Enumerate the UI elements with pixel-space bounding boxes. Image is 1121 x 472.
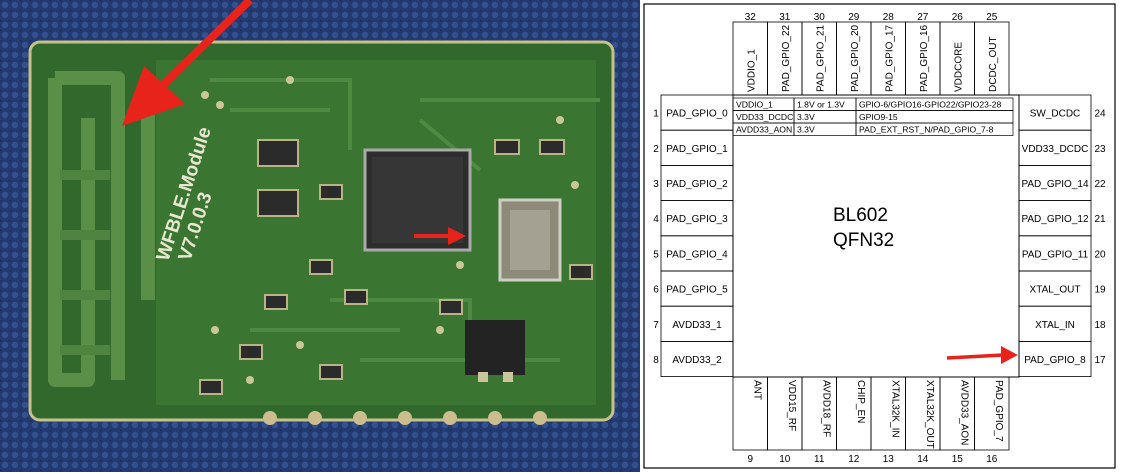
left-pin-number: 8 [653, 355, 659, 366]
left-pin-name: PAD_GPIO_4 [666, 249, 728, 260]
top-pin-number: 27 [917, 12, 929, 23]
top-pin-number: 28 [883, 12, 895, 23]
red-arrow-antenna [122, 0, 253, 126]
chip-name: BL602 [833, 205, 888, 226]
top-pin-name: DCDC_OUT [988, 36, 999, 92]
left-pin-number: 6 [653, 285, 659, 296]
right-pin-name: PAD_GPIO_8 [1024, 355, 1086, 366]
bottom-pin-number: 9 [747, 454, 753, 465]
bottom-pin-number: 10 [779, 454, 791, 465]
bottom-pin-name: VDD15_RF [786, 380, 797, 431]
power-table-text: 3.3V [797, 112, 815, 122]
left-pin-number: 1 [653, 109, 659, 120]
top-pin-name: PAD_GPIO_17 [884, 24, 895, 92]
right-pin-number: 23 [1094, 144, 1106, 155]
right-pin-name: SW_DCDC [1030, 109, 1081, 120]
right-pin-name: XTAL_OUT [1030, 285, 1081, 296]
bottom-pin-name: XTAL32K_IN [889, 380, 900, 438]
power-table-text: GPIO9-15 [859, 112, 898, 122]
red-arrow-pad-gpio-8 [946, 346, 1018, 364]
left-pin-name: PAD_GPIO_1 [666, 144, 728, 155]
top-pin-name: PAD_GPIO_20 [850, 24, 861, 92]
bottom-pin-name: CHIP_EN [855, 380, 866, 423]
top-pin-name: PAD_GPIO_16 [919, 24, 930, 92]
bottom-pin-name: AVDD33_AON [958, 380, 969, 445]
left-pin-number: 7 [653, 320, 659, 331]
right-pin-number: 18 [1094, 320, 1106, 331]
right-pin-number: 24 [1094, 109, 1106, 120]
right-pin-number: 19 [1094, 285, 1106, 296]
right-pin-number: 22 [1094, 179, 1106, 190]
pcb-board: WFBLE.Module V7.0.0.3 [28, 40, 615, 425]
left-pin-cell [660, 340, 734, 377]
left-pin-number: 4 [653, 214, 659, 225]
right-pin-name: VDD33_DCDC [1022, 144, 1089, 155]
bottom-pin-number: 12 [848, 454, 860, 465]
right-pin-number: 21 [1094, 214, 1106, 225]
power-table-text: GPIO-6/GPIO16-GPIO22/GPIO23-28 [859, 100, 1002, 110]
top-pin-cell [974, 21, 1010, 96]
power-domain-table: VDDIO_1 1.8V or 1.3V GPIO-6/GPIO16-GPIO22/… [732, 97, 1014, 136]
bottom-pin-number: 14 [917, 454, 929, 465]
power-table-text: 3.3V [797, 125, 815, 135]
bottom-pin-name: AVDD18_RF [820, 380, 831, 437]
right-pin-name: PAD_GPIO_11 [1022, 249, 1089, 260]
power-table-text: PAD_EXT_RST_N/PAD_GPIO_7-8 [859, 125, 994, 135]
left-pin-name: AVDD33_1 [672, 320, 722, 331]
left-pin-number: 3 [653, 179, 659, 190]
top-pin-number: 31 [779, 12, 791, 23]
top-pin-number: 26 [952, 12, 964, 23]
left-pin-name: AVDD33_2 [672, 355, 722, 366]
right-pin-number: 17 [1094, 355, 1106, 366]
bottom-pin-number: 13 [883, 454, 895, 465]
top-pin-number: 30 [814, 12, 826, 23]
left-pin-name: PAD_GPIO_5 [666, 285, 728, 296]
top-pin-number: 29 [848, 12, 860, 23]
top-pin-name: VDDIO_1 [746, 49, 757, 92]
chip-package: QFN32 [833, 230, 894, 251]
power-table-text: 1.8V or 1.3V [797, 100, 845, 110]
bottom-pin-number: 16 [986, 454, 998, 465]
left-pin-number: 5 [653, 249, 659, 260]
power-table-text: AVDD33_AON [736, 125, 792, 135]
diagram-frame [643, 3, 1116, 469]
left-pin-name: PAD_GPIO_2 [666, 179, 728, 190]
right-pin-name: XTAL_IN [1035, 320, 1075, 331]
bottom-pin-number: 15 [952, 454, 964, 465]
bottom-pin-name: XTAL32K_OUT [924, 380, 935, 449]
bottom-pin-name: PAD_GPIO_7 [993, 380, 1004, 442]
power-table-text: VDDIO_1 [736, 100, 773, 110]
right-pin-name: PAD_GPIO_14 [1021, 179, 1089, 190]
pin-labels: 32VDDIO_131PAD_GPIO_2230PAD_GPIO_2129PAD… [653, 12, 1106, 465]
module-photo: WFBLE.Module V7.0.0.3 [0, 0, 640, 472]
pinout-diagram: 32VDDIO_131PAD_GPIO_2230PAD_GPIO_2129PAD… [641, 0, 1121, 472]
top-pin-number: 25 [986, 12, 998, 23]
top-pin-name: PAD_GPIO_22 [781, 24, 792, 92]
bottom-pin-cell [974, 376, 1010, 451]
right-pin-cell [1018, 340, 1092, 377]
left-pin-name: PAD_GPIO_3 [666, 214, 728, 225]
power-table-cell [855, 122, 1014, 136]
left-pin-name: PAD_GPIO_0 [666, 109, 728, 120]
right-pin-number: 20 [1094, 249, 1106, 260]
right-pin-name: PAD_GPIO_12 [1021, 214, 1089, 225]
left-pin-number: 2 [653, 144, 659, 155]
power-table-text: VDD33_DCDC [736, 112, 793, 122]
top-pin-number: 32 [745, 12, 757, 23]
bottom-pin-name: ANT [751, 380, 762, 400]
regulator [465, 320, 525, 375]
top-pin-name: PAD_GPIO_21 [815, 24, 826, 92]
top-pin-name: VDDCORE [953, 42, 964, 92]
red-arrow-chip [414, 227, 466, 245]
bottom-pin-number: 11 [814, 454, 825, 465]
